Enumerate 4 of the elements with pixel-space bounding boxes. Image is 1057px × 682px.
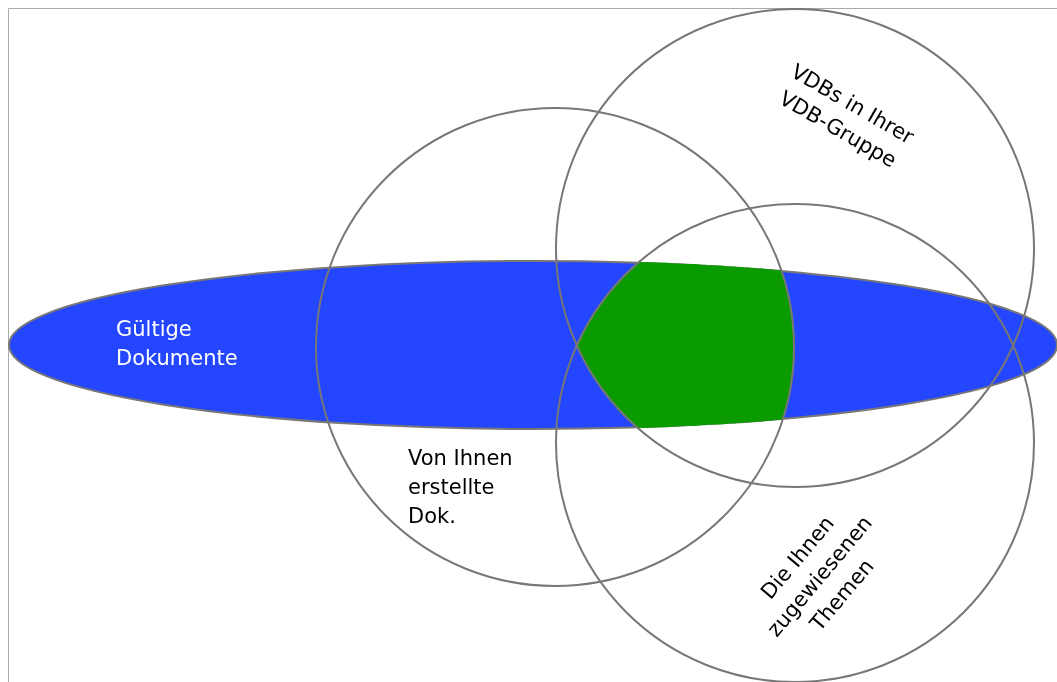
- intersection-region: [576, 261, 795, 429]
- set-label: Von Ihnen erstellte Dok.: [408, 445, 514, 530]
- set-label: Gültige Dokumente: [116, 316, 239, 372]
- venn-circle: [555, 8, 1035, 488]
